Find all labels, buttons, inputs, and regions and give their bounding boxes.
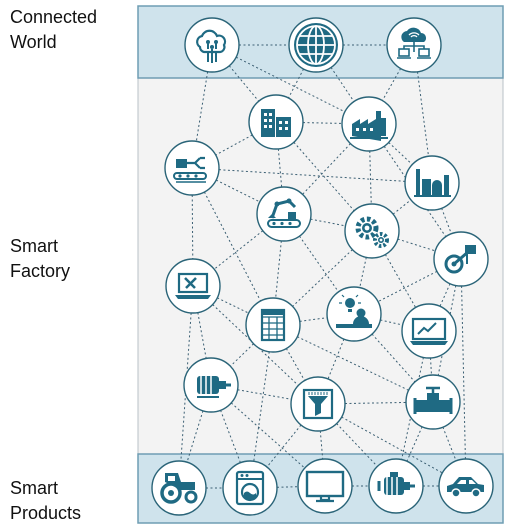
node-robot-gripper <box>164 140 220 196</box>
person-idea-icon <box>336 294 372 328</box>
node-factory <box>341 96 397 152</box>
engine-icon <box>377 472 415 495</box>
edge-cloud-brain-office-building <box>211 44 277 123</box>
washing-machine-icon <box>235 470 265 506</box>
node-circle <box>344 203 400 259</box>
monitor-icon <box>305 470 345 503</box>
edge-filter-funnel-car <box>317 403 467 487</box>
laptop-tools-icon <box>175 272 211 299</box>
cloud-network-icon <box>397 27 431 59</box>
globe-icon <box>294 23 338 67</box>
electric-motor-icon <box>197 376 231 398</box>
steam-machine-icon <box>444 245 476 274</box>
node-circle <box>256 186 312 242</box>
node-washing-machine <box>222 460 278 516</box>
connected-world-label: Connected World <box>10 7 98 52</box>
chart-monitor-icon <box>410 317 448 345</box>
car-icon <box>447 477 484 498</box>
node-circle <box>326 286 382 342</box>
robot-gripper-icon <box>173 156 207 183</box>
node-refinery <box>404 155 460 211</box>
node-person-idea <box>326 286 382 342</box>
node-circle <box>245 297 301 353</box>
node-tractor <box>151 460 207 516</box>
node-electric-motor <box>183 357 239 413</box>
node-globe <box>288 17 344 73</box>
node-monitor <box>297 458 353 514</box>
filter-funnel-icon <box>302 388 334 420</box>
node-robot-arm-conveyor <box>256 186 312 242</box>
node-steam-machine <box>433 231 489 287</box>
node-line-chart-monitor <box>401 303 457 359</box>
edge-washing-machine-monitor <box>249 485 326 489</box>
node-office-building <box>248 94 304 150</box>
node-cloud-network <box>386 17 442 73</box>
node-car <box>438 458 494 514</box>
tractor-icon <box>160 473 198 504</box>
node-circle <box>164 140 220 196</box>
node-valve-pipe <box>405 374 461 430</box>
valve-icon <box>413 386 453 414</box>
spreadsheet-icon <box>260 308 286 342</box>
cloud-brain-icon <box>196 29 227 63</box>
factory-icon <box>350 111 388 141</box>
node-laptop-tools <box>165 258 221 314</box>
node-filter-funnel <box>290 376 346 432</box>
edge-steam-machine-car <box>460 258 467 487</box>
node-circle <box>404 155 460 211</box>
smart-products-label: Smart Products <box>10 478 82 523</box>
refinery-icon <box>414 169 451 197</box>
node-circle <box>222 460 278 516</box>
node-cloud-brain <box>184 17 240 73</box>
node-spreadsheet <box>245 297 301 353</box>
node-gears <box>344 203 400 259</box>
edge-laptop-tools-electric-motor <box>192 285 212 386</box>
building-icon <box>261 109 291 137</box>
node-engine <box>368 458 424 514</box>
smart-factory-label: Smart Factory <box>10 236 71 281</box>
robot-arm-icon <box>267 198 301 228</box>
gears-icon <box>355 216 389 248</box>
nodes <box>151 17 494 516</box>
